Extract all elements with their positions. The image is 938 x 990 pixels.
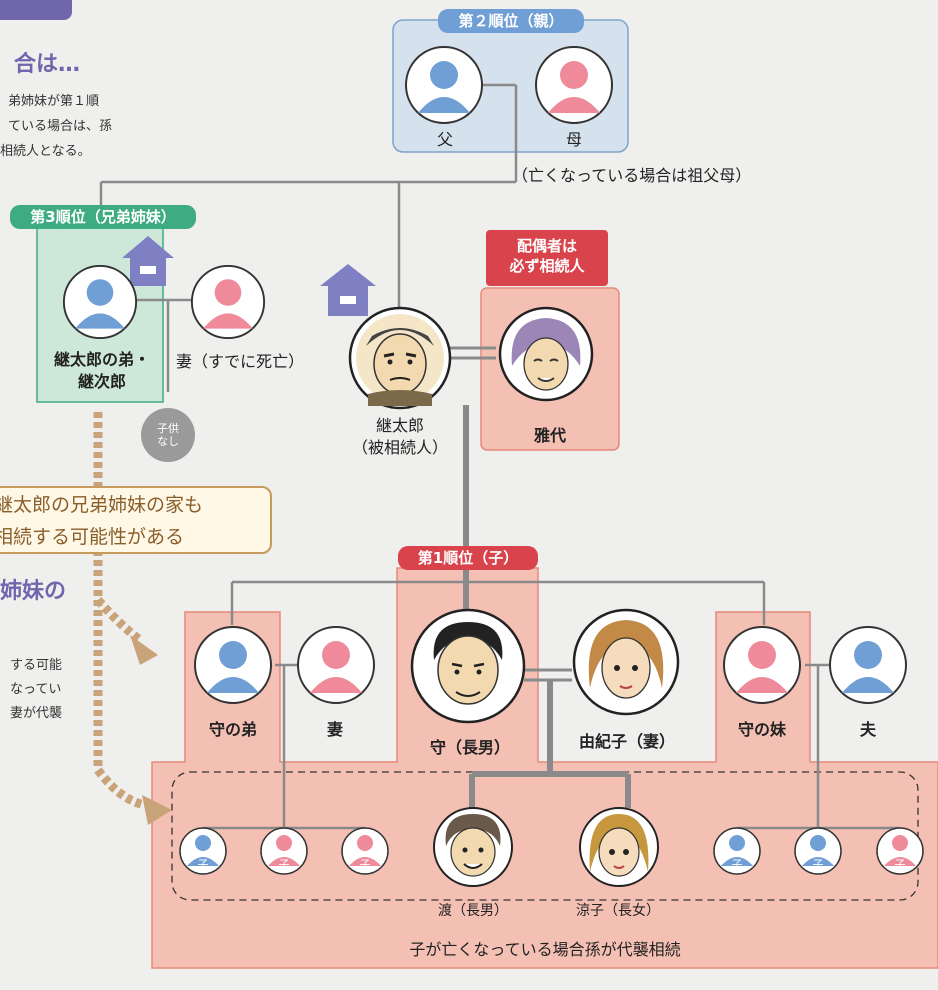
brother-wife2-label: 妻 <box>326 720 343 739</box>
grandchild-avatar-4: 子 <box>712 826 762 880</box>
grandchild-label: 子 <box>894 858 906 871</box>
left-body-line-1: 弟姉妹が第１順 <box>8 94 100 109</box>
yukiko-avatar <box>572 608 680 720</box>
grandchild-label: 子 <box>197 858 209 871</box>
callout-box <box>0 486 272 554</box>
brother-avatar <box>62 264 138 344</box>
left-body-line-3: 相続人となる。 <box>0 144 91 159</box>
left-heading-2: 姉妹の <box>0 579 67 604</box>
left-body2-line-2: なってい <box>10 682 62 697</box>
grandchild-avatar-6: 子 <box>875 826 925 880</box>
left-body2-line-1: する可能 <box>10 658 63 673</box>
left-body-line-2: ている場合は、孫 <box>8 119 113 134</box>
left-heading-1: 合は… <box>14 52 81 77</box>
grandchild-avatar-3: 子 <box>340 826 390 880</box>
mamoru-label: 守（長男） <box>429 738 510 757</box>
deceased-role: （被相続人） <box>351 438 448 457</box>
spouse-badge-line-2: 必ず相続人 <box>509 257 585 275</box>
spouse-name: 雅代 <box>533 426 566 445</box>
no-child-line-1: 子供 <box>157 422 179 435</box>
grandchild-avatar-2: 子 <box>259 826 309 880</box>
callout-line-1: 継太郎の兄弟姉妹の家も <box>0 494 204 516</box>
yukiko-label: 由紀子（妻） <box>578 732 675 751</box>
ryoko-label: 涼子（長女） <box>576 903 660 919</box>
mother-avatar <box>534 45 614 129</box>
mamoru-sister-label: 守の妹 <box>737 720 786 739</box>
ryoko-avatar <box>578 806 660 892</box>
brother-wife-avatar <box>190 264 266 344</box>
sister-husband-label: 夫 <box>859 720 876 739</box>
mamoru-brother-avatar <box>193 625 273 709</box>
rank3-badge: 第3順位（兄弟姉妹） <box>10 205 196 229</box>
left-tab-decoration <box>0 0 72 20</box>
left-body2-line-3: 妻が代襲 <box>10 706 63 721</box>
father-label: 父 <box>436 130 453 149</box>
wataru-avatar <box>432 806 514 892</box>
grandchild-label: 子 <box>812 858 824 871</box>
grandchild-avatar-1: 子 <box>178 826 228 880</box>
grandchild-label: 子 <box>359 858 371 871</box>
spouse-avatar <box>498 306 594 406</box>
grandparents-note: （亡くなっている場合は祖父母） <box>512 166 752 185</box>
deceased-name: 継太郎 <box>375 416 424 435</box>
rank2-badge: 第２順位（親） <box>438 9 584 33</box>
grandchild-label: 子 <box>278 858 290 871</box>
brother-wife-label: 妻（すでに死亡） <box>176 352 305 371</box>
spouse-badge: 配偶者は 必ず相続人 <box>486 230 608 286</box>
sister-husband-avatar <box>828 625 908 709</box>
brother-wife2-avatar <box>296 625 376 709</box>
bottom-note: 子が亡くなっている場合孫が代襲相続 <box>409 940 681 959</box>
mamoru-sister-avatar <box>722 625 802 709</box>
brother-label-1: 継太郎の弟・ <box>53 350 150 369</box>
mother-label: 母 <box>565 130 582 149</box>
deceased-avatar <box>348 306 452 414</box>
mamoru-brother-label: 守の弟 <box>208 720 257 739</box>
callout-line-2: 相続する可能性がある <box>0 526 185 548</box>
no-child-line-2: なし <box>157 435 179 448</box>
grandchild-label: 子 <box>731 858 743 871</box>
mamoru-avatar <box>410 608 526 728</box>
wataru-label: 渡（長男） <box>438 903 508 919</box>
brother-label-2: 継次郎 <box>77 372 126 391</box>
father-avatar <box>404 45 484 129</box>
grandchild-avatar-5: 子 <box>793 826 843 880</box>
rank1-badge: 第1順位（子） <box>398 546 538 570</box>
spouse-badge-line-1: 配偶者は <box>516 237 577 255</box>
no-child-badge: 子供 なし <box>141 408 195 462</box>
